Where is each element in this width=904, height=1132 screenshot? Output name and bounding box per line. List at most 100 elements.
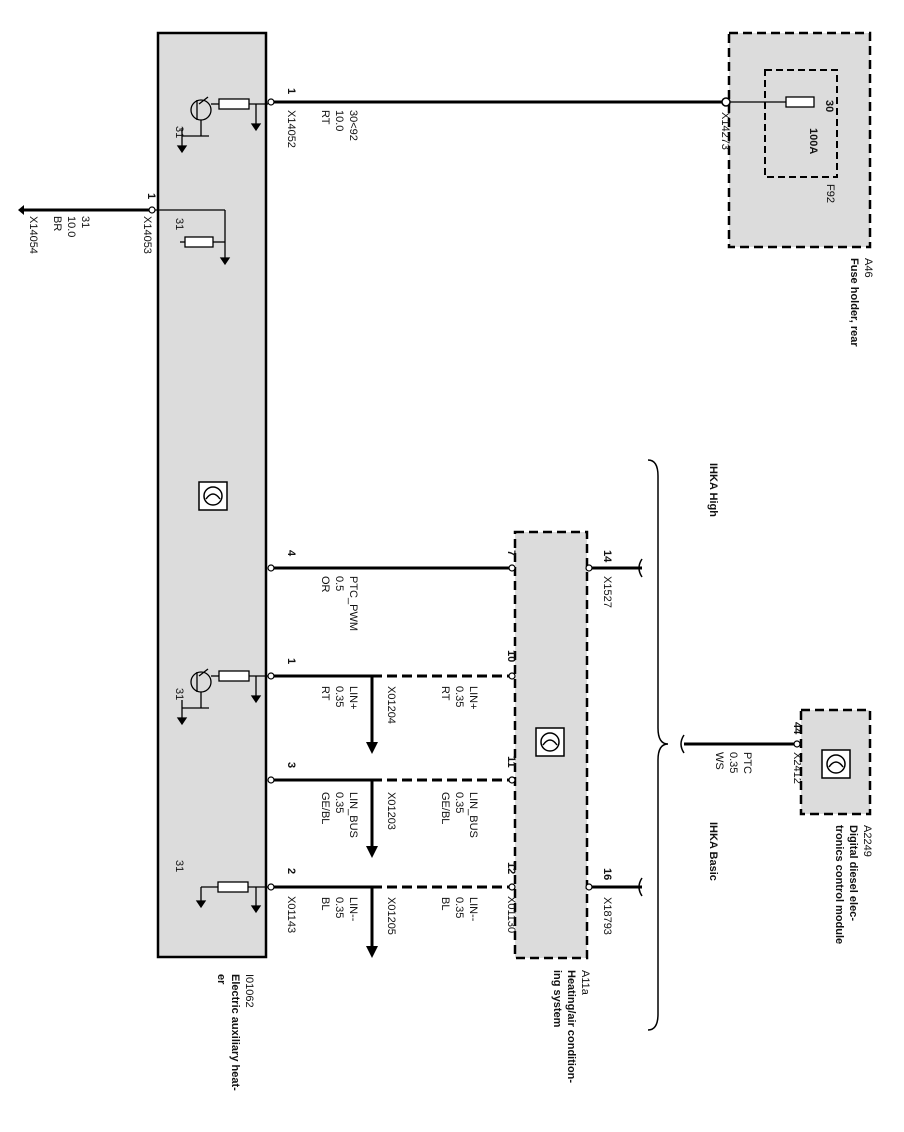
heater-id: I01062 — [243, 974, 255, 1008]
fuse-id: F92 — [824, 184, 836, 203]
dde-name-line1: Digital diesel elec- — [847, 825, 859, 921]
ihka-lin-plus-pin: 10 — [505, 650, 517, 662]
ihka-lin-bus-terminal — [508, 776, 516, 784]
dde-ptc-color: WS — [713, 752, 725, 770]
heater-internal-lin-plus — [176, 668, 268, 726]
heater-supply-terminal — [267, 98, 275, 106]
ptc-pwm-color: OR — [319, 576, 331, 593]
heater-ptc-terminal — [267, 564, 275, 572]
ihka-id: A11a — [579, 970, 591, 996]
heater-internal-supply — [176, 96, 268, 154]
ground-label: 31 — [173, 688, 185, 700]
heater-name-line1: Electric auxiliary heat- — [229, 974, 241, 1091]
ihka-lin-bus-pin: 11 — [505, 756, 517, 768]
ihka-pin16-connector: X18793 — [601, 897, 613, 935]
lin-plus-color-ihka: RT — [439, 686, 451, 701]
lin-plus-signal-heater: LIN+ — [347, 686, 359, 710]
ground-gauge: 10.0 — [65, 216, 77, 237]
ground-connector: X14054 — [27, 216, 39, 254]
dde-ptc-gauge: 0.35 — [727, 752, 739, 773]
fuse-connector: X14273 — [719, 112, 731, 150]
dde-ptc-break — [680, 734, 685, 754]
lin-bus-gauge-heater: 0.35 — [333, 792, 345, 813]
variant-basic-label: IHKA Basic — [707, 822, 719, 881]
supply-signal: 30<92 — [347, 110, 359, 141]
heater-supply-pin: 1 — [285, 88, 297, 94]
fuse-rating: 100A — [807, 128, 819, 154]
lin-minus-branch-arrow — [366, 946, 378, 958]
heater-module-symbol — [198, 481, 228, 511]
ihka-lin-plus-terminal — [508, 672, 516, 680]
fuse-holder-id: A46 — [862, 258, 874, 278]
variant-brace — [647, 459, 669, 1031]
fuse-connector-terminal — [721, 97, 731, 107]
ihka-lin-minus-terminal — [508, 883, 516, 891]
ground-connector-arrow — [18, 205, 24, 215]
ptc-pwm-signal: PTC_PWM — [347, 576, 359, 631]
ground-label: 31 — [173, 860, 185, 872]
dde-name-line2: tronics control module — [833, 825, 845, 944]
lin-plus-branch-connector: X01204 — [385, 686, 397, 724]
ptc-pwm-gauge: 0.5 — [333, 576, 345, 591]
lin-minus-color-ihka: BL — [439, 897, 451, 910]
dde-module-symbol — [821, 749, 851, 779]
heater-lin-bus-pin: 3 — [285, 762, 297, 768]
dde-id: A2249 — [861, 825, 873, 857]
fuse-icon — [785, 96, 815, 108]
ground-color: BR — [51, 216, 63, 231]
heater-supply-connector: X14052 — [285, 110, 297, 148]
heater-internal-lin-minus — [195, 881, 268, 914]
lin-plus-gauge-ihka: 0.35 — [453, 686, 465, 707]
lin-bus-signal-ihka: LIN_BUS — [467, 792, 479, 838]
dde-ptc-signal: PTC — [741, 752, 753, 774]
heater-ground-connector: X14053 — [141, 216, 153, 254]
heater-ptc-pin: 4 — [285, 550, 297, 557]
lin-plus-gauge-heater: 0.35 — [333, 686, 345, 707]
ihka-module-symbol — [535, 727, 565, 757]
lin-minus-signal-heater: LIN-- — [347, 897, 359, 922]
ihka-pin16-break — [638, 877, 643, 897]
lin-minus-gauge-heater: 0.35 — [333, 897, 345, 918]
ground-signal: 31 — [79, 216, 91, 228]
ihka-pin14-terminal — [585, 564, 593, 572]
lin-plus-branch-arrow — [366, 742, 378, 754]
lin-bus-signal-heater: LIN_BUS — [347, 792, 359, 838]
lin-bus-color-heater: GE/BL — [319, 792, 331, 824]
dde-ptc-terminal — [793, 740, 801, 748]
ihka-pin16: 16 — [601, 868, 613, 880]
fuse-box — [764, 69, 838, 178]
ihka-pin16-terminal — [585, 883, 593, 891]
fuse-terminal: 30 — [823, 100, 835, 112]
lin-minus-branch-connector: X01205 — [385, 897, 397, 935]
ground-label: 31 — [173, 218, 185, 230]
ihka-name-line1: Heating/air condition- — [565, 970, 577, 1083]
ihka-ptc-pin: 7 — [505, 550, 517, 556]
lin-minus-gauge-ihka: 0.35 — [453, 897, 465, 918]
lin-plus-color-heater: RT — [319, 686, 331, 701]
lin-bus-branch-arrow — [366, 846, 378, 858]
lin-minus-color-heater: BL — [319, 897, 331, 910]
supply-color: RT — [319, 110, 331, 125]
ground-label: 31 — [173, 126, 185, 138]
heater-ground-pin: 1 — [145, 193, 157, 199]
heater-lin-bus-terminal — [267, 776, 275, 784]
heater-lin-minus-connector: X01143 — [285, 896, 297, 933]
lin-plus-signal-ihka: LIN+ — [467, 686, 479, 710]
ihka-name-line2: ing system — [551, 970, 563, 1028]
ihka-pin14: 14 — [601, 550, 613, 563]
lin-bus-gauge-ihka: 0.35 — [453, 792, 465, 813]
ihka-lin-minus-pin: 12 — [505, 862, 517, 874]
ihka-pin14-break — [638, 558, 643, 578]
ihka-pin14-connector: X1527 — [601, 576, 613, 608]
heater-lin-minus-pin: 2 — [285, 868, 297, 874]
ihka-ptc-terminal — [508, 564, 516, 572]
heater-lin-plus-pin: 1 — [285, 658, 297, 664]
heater-lin-minus-terminal — [267, 883, 275, 891]
lin-bus-branch-connector: X01203 — [385, 792, 397, 830]
heater-ground-terminal — [148, 206, 156, 214]
ihka-lin-minus-connector: X01130 — [505, 896, 517, 933]
lin-bus-color-ihka: GE/BL — [439, 792, 451, 824]
lin-minus-signal-ihka: LIN-- — [467, 897, 479, 922]
fuse-holder-name: Fuse holder, rear — [848, 258, 860, 347]
